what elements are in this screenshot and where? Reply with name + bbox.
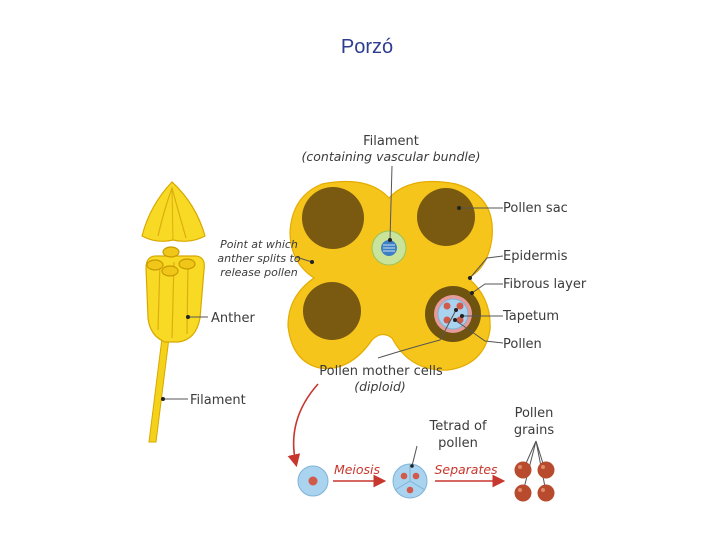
leader-dots bbox=[161, 206, 474, 401]
mother-cell-nucleus bbox=[308, 476, 318, 486]
label-separates: Separates bbox=[434, 462, 498, 477]
anther-upper-body bbox=[141, 181, 206, 242]
pollen-sac bbox=[303, 282, 361, 340]
curved-red-arrow bbox=[287, 383, 319, 468]
filament-stalk bbox=[148, 329, 171, 443]
anther-opening bbox=[178, 258, 196, 270]
label-mother-cells-note: (diploid) bbox=[354, 379, 406, 394]
label-mother-cells: Pollen mother cells bbox=[319, 364, 443, 379]
pollen-grain bbox=[514, 484, 532, 502]
label-pollen-grains-2: grains bbox=[514, 423, 554, 438]
anther-opening bbox=[146, 259, 164, 271]
pollen-sac bbox=[302, 187, 364, 249]
anther-opening bbox=[162, 246, 180, 258]
label-tapetum: Tapetum bbox=[502, 309, 559, 324]
pollen-cell bbox=[443, 302, 451, 310]
meiosis-sequence: Meiosis Separates bbox=[287, 383, 555, 502]
label-pollen-sac: Pollen sac bbox=[503, 201, 568, 216]
label-tetrad-2: pollen bbox=[438, 436, 478, 451]
label-epidermis: Epidermis bbox=[503, 249, 568, 264]
pollen-grain bbox=[514, 461, 532, 479]
pollen-cell bbox=[443, 316, 451, 324]
tetrad-nucleus bbox=[400, 472, 408, 480]
label-filament-top-note: (containing vascular bundle) bbox=[302, 149, 481, 164]
label-anther: Anther bbox=[211, 311, 255, 326]
tetrad-nucleus bbox=[406, 486, 414, 494]
anther-opening bbox=[161, 265, 179, 277]
pollen-grain bbox=[537, 484, 555, 502]
page-title: Porzó bbox=[340, 36, 394, 58]
label-split-point-2: anther splits to bbox=[217, 252, 300, 265]
anther-cross-section bbox=[287, 180, 493, 371]
leader-lines bbox=[163, 165, 504, 400]
pollen-cell bbox=[456, 302, 464, 310]
label-filament-left: Filament bbox=[190, 393, 246, 408]
label-split-point: Point at which bbox=[220, 238, 298, 251]
label-fibrous-layer: Fibrous layer bbox=[503, 277, 587, 292]
stamen-illustration bbox=[141, 181, 206, 443]
label-tetrad: Tetrad of bbox=[428, 419, 486, 434]
pollen-grain bbox=[537, 461, 555, 479]
anther-lower-body bbox=[145, 255, 205, 343]
label-meiosis: Meiosis bbox=[334, 462, 381, 477]
tetrad-nucleus bbox=[412, 472, 420, 480]
pollen-chamber bbox=[437, 298, 469, 330]
label-pollen: Pollen bbox=[503, 337, 542, 352]
label-pollen-grains: Pollen bbox=[515, 406, 554, 421]
label-filament-top: Filament bbox=[363, 134, 419, 149]
label-split-point-3: release pollen bbox=[220, 266, 297, 279]
pollen-sac bbox=[417, 188, 475, 246]
